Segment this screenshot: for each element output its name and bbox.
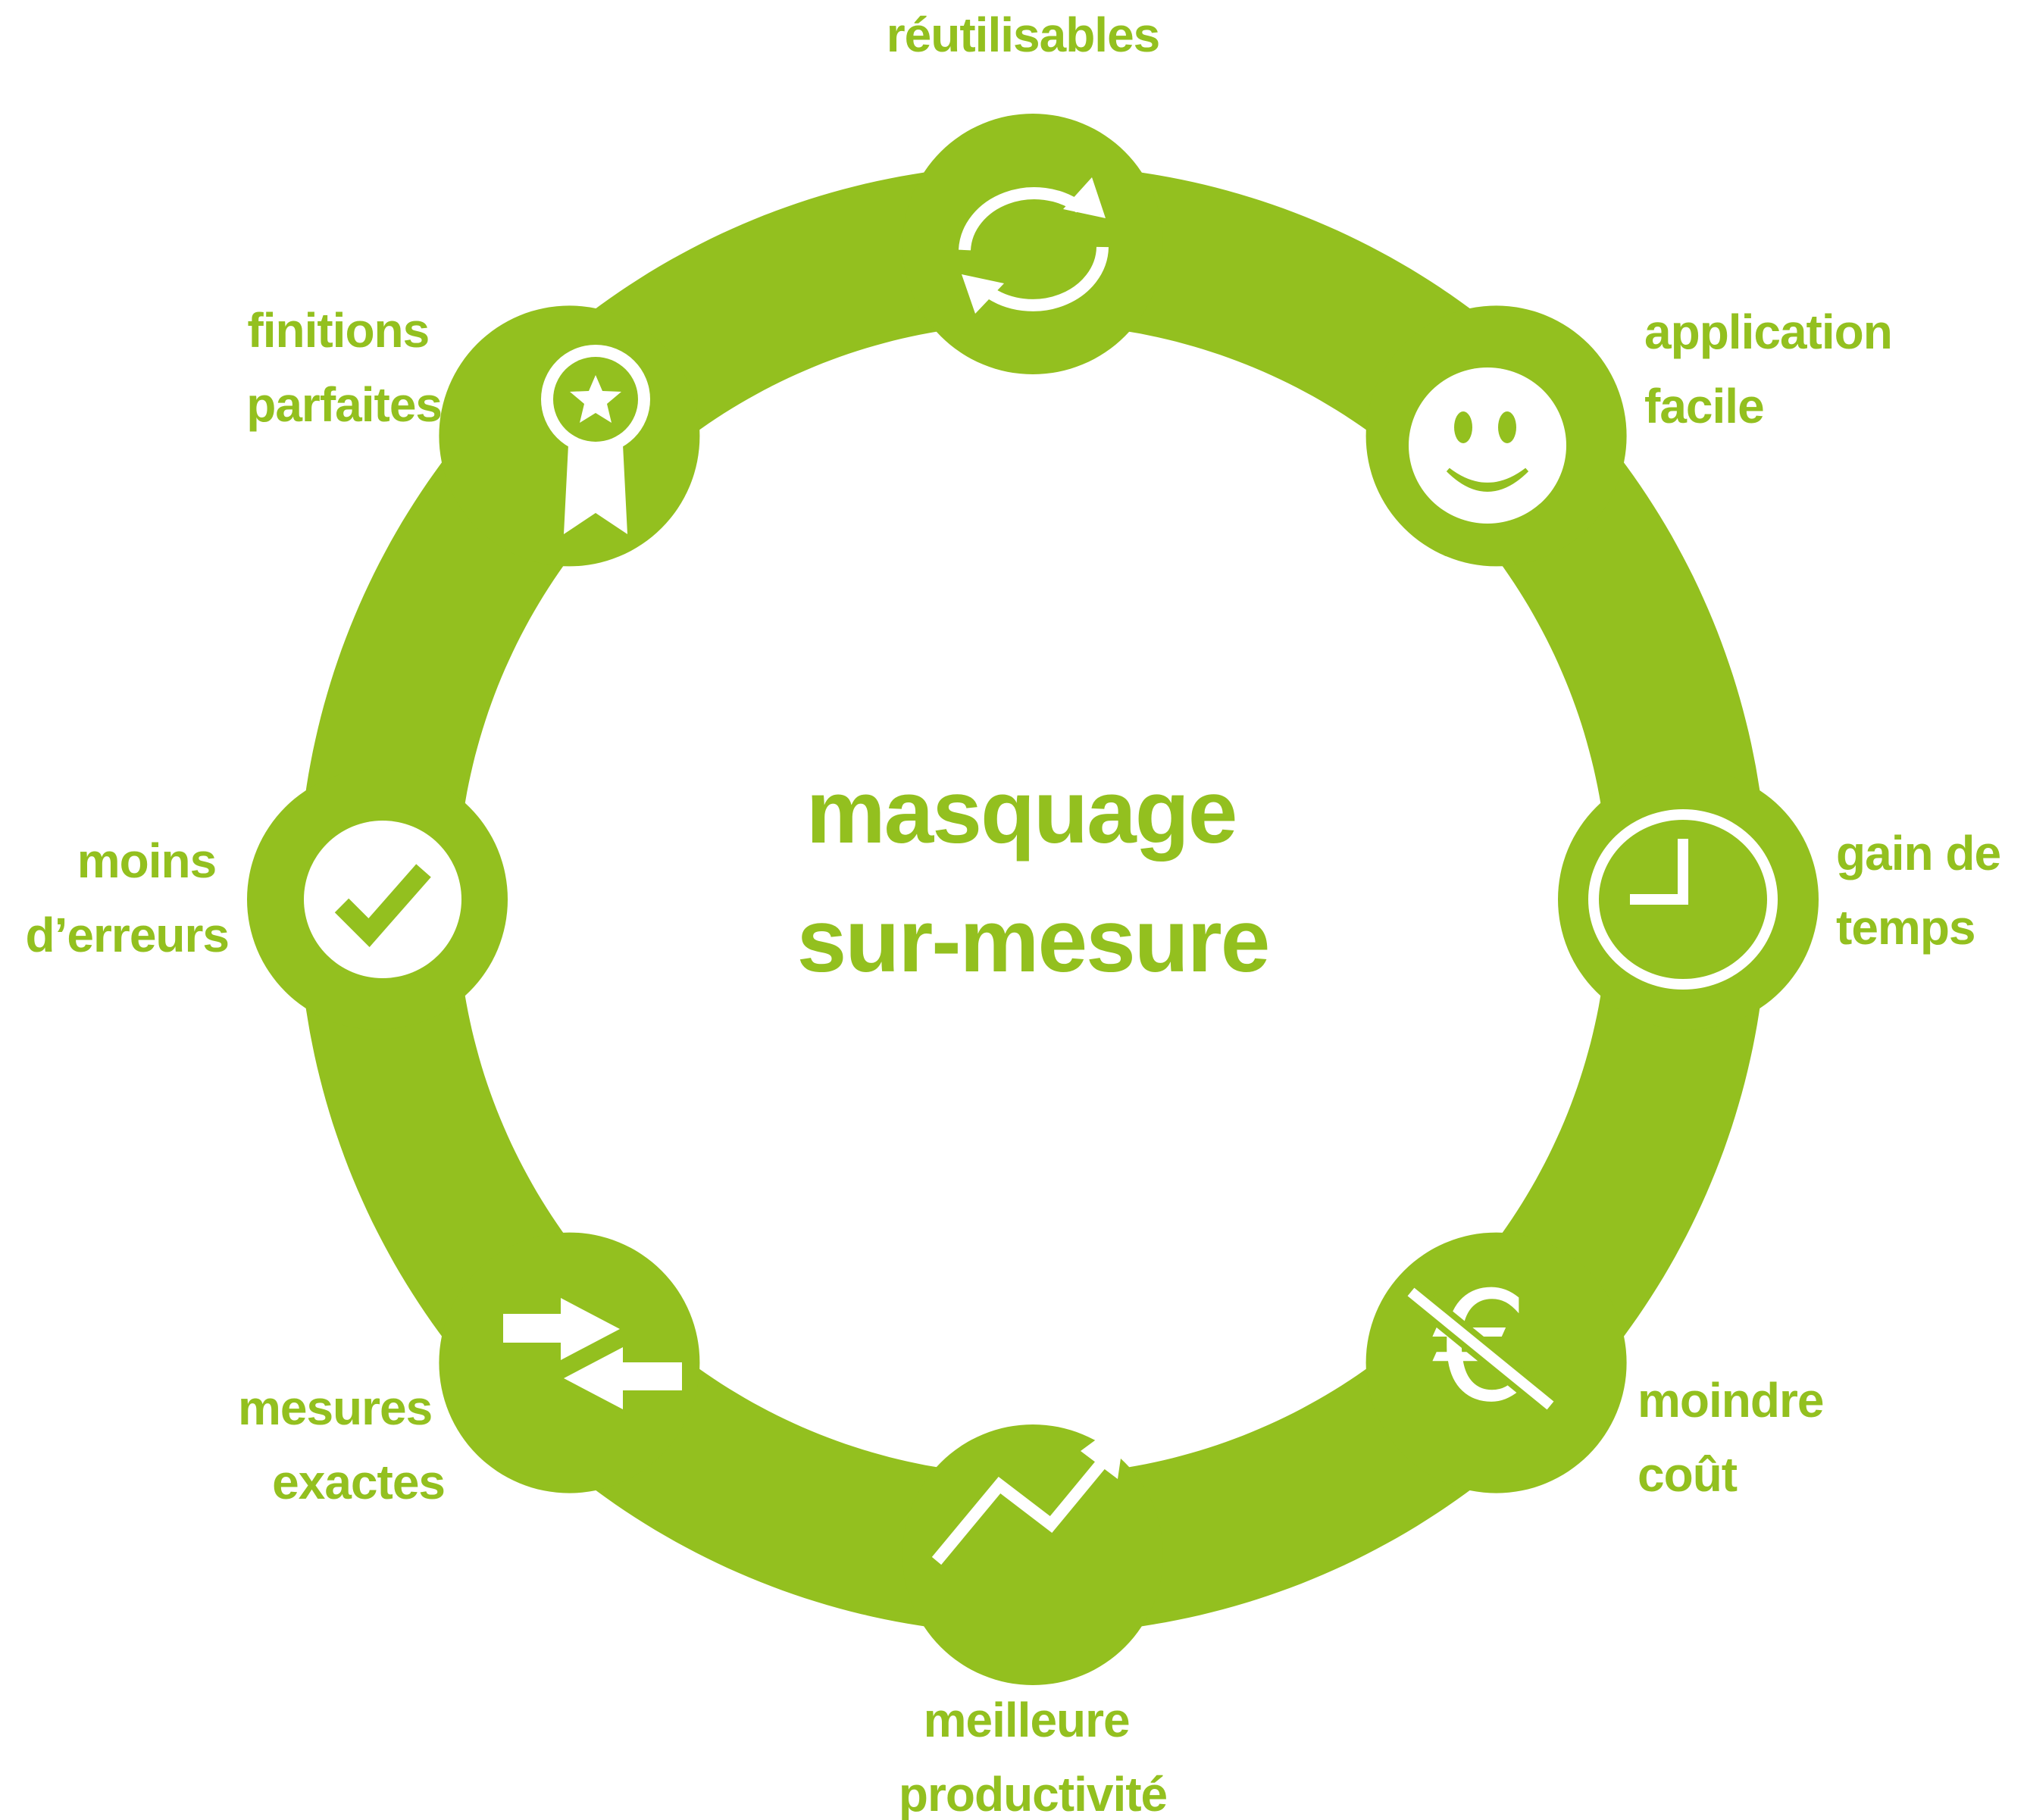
recycle-arrows-icon	[959, 177, 1109, 314]
center-title: masquage sur-mesure	[797, 762, 1269, 991]
label-moins-erreurs: moins d’erreurs	[26, 833, 229, 962]
label-application-facile: application facile	[1644, 305, 1905, 433]
crossed-euro-icon: €	[1403, 1259, 1558, 1436]
label-reutilisables: réutilisables	[887, 8, 1160, 62]
label-moindre-cout: moindre coût	[1638, 1373, 1836, 1502]
node-circle-mesures-exactes	[439, 1232, 700, 1493]
labels: réutilisables application facile gain de…	[26, 8, 2013, 1820]
clock-icon	[1588, 809, 1778, 990]
label-meilleure-productivite: meilleure productivité	[899, 1693, 1167, 1820]
smiley-icon	[1409, 367, 1566, 524]
node-circle-meilleure-productivite	[902, 1424, 1163, 1685]
trend-up-icon	[931, 1417, 1127, 1565]
opposing-arrows-icon	[503, 1298, 682, 1409]
label-finitions-parfaites: finitions parfaites	[246, 303, 442, 432]
node-circle-reutilisables	[902, 114, 1163, 374]
icons: €	[304, 177, 1778, 1565]
award-ribbon-icon	[541, 345, 650, 534]
label-gain-de-temps: gain de temps	[1836, 826, 2013, 955]
checkmark-icon	[304, 821, 461, 978]
label-mesures-exactes: mesures exactes	[238, 1381, 445, 1509]
